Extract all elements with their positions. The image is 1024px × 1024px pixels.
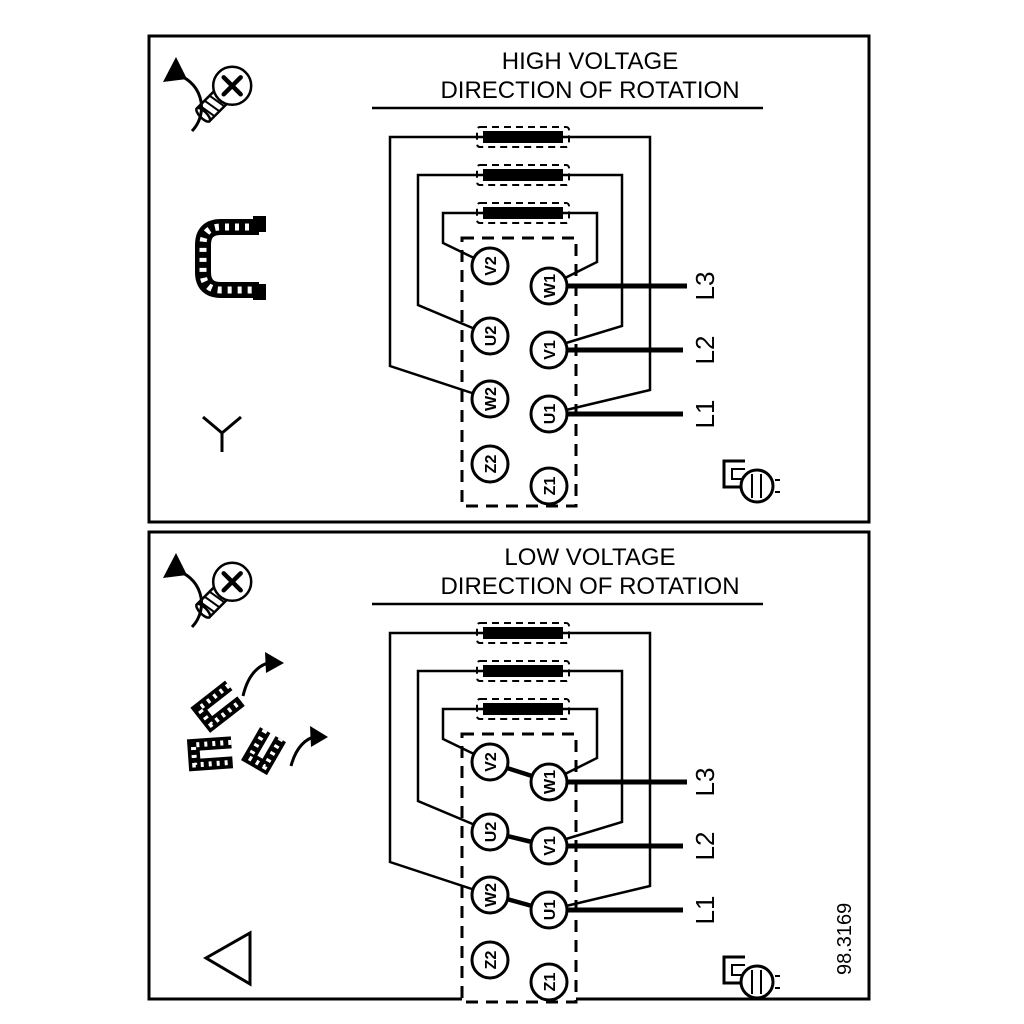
svg-text:U1: U1 <box>542 900 559 921</box>
svg-text:Z2: Z2 <box>483 951 500 970</box>
motion-arrowhead <box>265 652 284 673</box>
svg-text:W2: W2 <box>483 883 500 907</box>
panel-high-voltage: HIGH VOLTAGE DIRECTION OF ROTATION V2 U2… <box>147 34 871 524</box>
svg-text:V2: V2 <box>483 256 500 276</box>
terminal-label-z1: Z1 <box>542 973 559 992</box>
svg-text:U2: U2 <box>483 326 500 347</box>
terminal-label-z1: Z1 <box>542 477 559 496</box>
svg-text:L2: L2 <box>690 832 720 861</box>
supply-label-l1: L1 <box>690 400 720 429</box>
terminal-label-u2: U2 <box>483 326 500 347</box>
svg-text:Z1: Z1 <box>542 477 559 496</box>
tilted-jumper-links-icon <box>186 652 328 776</box>
panel-subtitle: DIRECTION OF ROTATION <box>440 573 739 600</box>
svg-text:W2: W2 <box>483 387 500 411</box>
svg-text:98.3169: 98.3169 <box>834 903 856 975</box>
supply-label-l3: L3 <box>690 768 720 797</box>
svg-text:L2: L2 <box>690 336 720 365</box>
star-icon <box>202 415 242 452</box>
panel-low-voltage: LOW VOLTAGE DIRECTION OF ROTATION <box>147 530 871 1002</box>
terminal-label-u1: U1 <box>542 900 559 921</box>
terminal-label-v1: V1 <box>542 836 559 856</box>
delta-jumper-w2-u1 <box>506 896 533 909</box>
svg-text:L3: L3 <box>690 272 720 301</box>
jumper-link-icon <box>195 216 266 300</box>
terminal-label-w1: W1 <box>542 274 559 298</box>
terminal-label-w2: W2 <box>483 883 500 907</box>
terminal-label-v2: V2 <box>483 752 500 772</box>
link-foot <box>253 284 266 300</box>
svg-text:U2: U2 <box>483 822 500 843</box>
panel-title: HIGH VOLTAGE <box>502 48 678 75</box>
svg-text:L1: L1 <box>690 896 720 925</box>
delta-icon <box>203 930 252 987</box>
delta-jumper-v2-w1 <box>506 765 533 779</box>
supply-label-l3: L3 <box>690 272 720 301</box>
svg-text:V2: V2 <box>483 752 500 772</box>
terminal-label-u2: U2 <box>483 822 500 843</box>
svg-text:U1: U1 <box>542 404 559 425</box>
svg-text:W1: W1 <box>542 274 559 298</box>
motion-arrowhead <box>310 726 328 747</box>
panel-subtitle: DIRECTION OF ROTATION <box>440 77 739 104</box>
svg-text:Z2: Z2 <box>483 455 500 474</box>
terminal-label-v2: V2 <box>483 256 500 276</box>
terminal-label-w2: W2 <box>483 387 500 411</box>
svg-text:Z1: Z1 <box>542 973 559 992</box>
delta-jumper-u2-v1 <box>506 833 533 845</box>
terminal-label-u1: U1 <box>542 404 559 425</box>
terminal-label-z2: Z2 <box>483 951 500 970</box>
supply-label-l2: L2 <box>690 336 720 365</box>
svg-text:V1: V1 <box>542 340 559 360</box>
terminal-label-v1: V1 <box>542 340 559 360</box>
terminal-label-w1: W1 <box>542 770 559 794</box>
svg-text:L1: L1 <box>690 400 720 429</box>
svg-text:L3: L3 <box>690 768 720 797</box>
link-foot <box>253 216 266 232</box>
panel-title: LOW VOLTAGE <box>504 544 675 571</box>
reference-number: 98.3169 <box>834 903 856 975</box>
terminal-label-z2: Z2 <box>483 455 500 474</box>
svg-text:W1: W1 <box>542 770 559 794</box>
supply-label-l1: L1 <box>690 896 720 925</box>
svg-text:V1: V1 <box>542 836 559 856</box>
supply-label-l2: L2 <box>690 832 720 861</box>
